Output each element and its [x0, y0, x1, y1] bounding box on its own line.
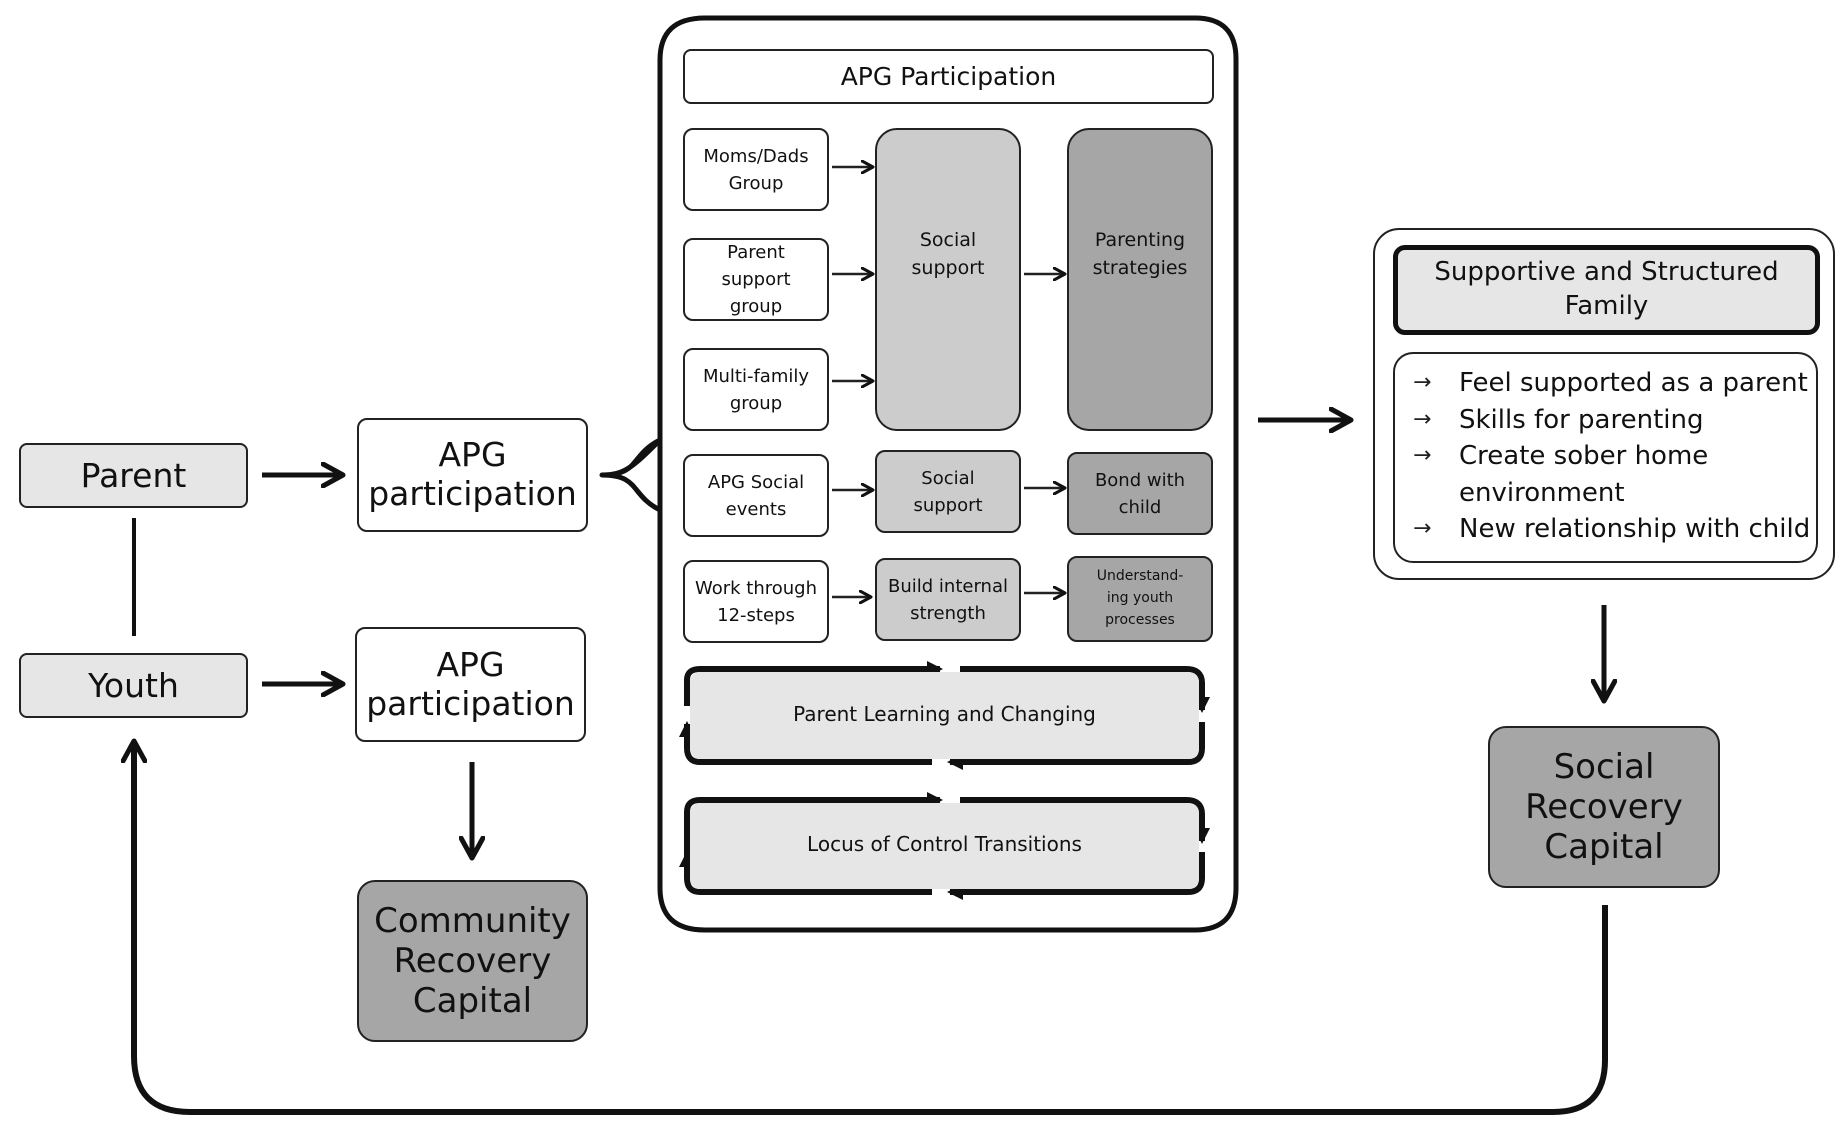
loop-learning-bottom: [947, 722, 1205, 770]
loop-locus-left: [679, 851, 932, 895]
loop-locus-top: [684, 792, 943, 858]
arrow-right-icon: →: [1413, 406, 1432, 432]
activity-work-through-12-steps: Work through 12-steps: [683, 560, 829, 643]
build-internal-strength-node: Build internal strength: [875, 558, 1021, 641]
loop-learning-top: [684, 661, 943, 706]
family-items-box: [1393, 352, 1818, 563]
social-support-main-node: Social support: [875, 128, 1021, 431]
social-support-small-node: Social support: [875, 450, 1021, 533]
bond-with-child-node: Bond with child: [1067, 452, 1213, 535]
apg-participation-youth-node: APG participation: [355, 627, 586, 742]
social-recovery-capital-node: Social Recovery Capital: [1488, 726, 1720, 888]
loop-learning-label: Parent Learning and Changing: [793, 702, 1096, 726]
apg-participation-parent-node: APG participation: [357, 418, 588, 532]
loop-locus-bottom: [947, 852, 1205, 900]
feedback-loop-arrow: [134, 742, 1608, 1115]
loop-learning-right: [960, 666, 1210, 713]
activity-parent-support-group: Parent support group: [683, 238, 829, 321]
family-item: → New relationship with child: [1413, 511, 1813, 548]
loop-learning-left: [679, 721, 932, 765]
family-item-text: New relationship with child: [1459, 514, 1811, 544]
understanding-youth-processes-node: Understand- ing youth processes: [1067, 556, 1213, 642]
family-item-text: Feel supported as a parent: [1459, 368, 1808, 398]
activity-moms-dads-group: Moms/Dads Group: [683, 128, 829, 211]
parenting-strategies-node: Parenting strategies: [1067, 128, 1213, 431]
activity-multi-family-group: Multi-family group: [683, 348, 829, 431]
community-recovery-capital-node: Community Recovery Capital: [357, 880, 588, 1042]
family-item: → Feel supported as a parent: [1413, 365, 1813, 402]
apg-panel-outline: [657, 15, 1239, 933]
family-header: Supportive and Structured Family: [1393, 245, 1820, 335]
brace-connector: [599, 437, 663, 513]
loop-locus-right: [960, 797, 1210, 844]
arrow-right-icon: →: [1413, 443, 1432, 468]
loop-locus-fill: [690, 803, 1199, 889]
parent-node: Parent: [19, 443, 248, 508]
loop-locus-label: Locus of Control Transitions: [807, 832, 1082, 856]
arrow-right-icon: →: [1413, 370, 1432, 395]
family-item-text: Skills for parenting: [1459, 404, 1704, 435]
loop-learning-fill: [690, 672, 1199, 759]
family-item-text: Create sober home environment: [1459, 441, 1709, 508]
youth-node: Youth: [19, 653, 248, 718]
arrow-right-icon: →: [1413, 516, 1432, 541]
activity-apg-social-events: APG Social events: [683, 454, 829, 537]
apg-panel-header: APG Participation: [683, 49, 1214, 104]
family-item: → Create sober home environment: [1413, 438, 1813, 511]
family-item: → Skills for parenting: [1413, 402, 1813, 439]
family-items-list: → Feel supported as a parent → Skills fo…: [1413, 365, 1813, 548]
